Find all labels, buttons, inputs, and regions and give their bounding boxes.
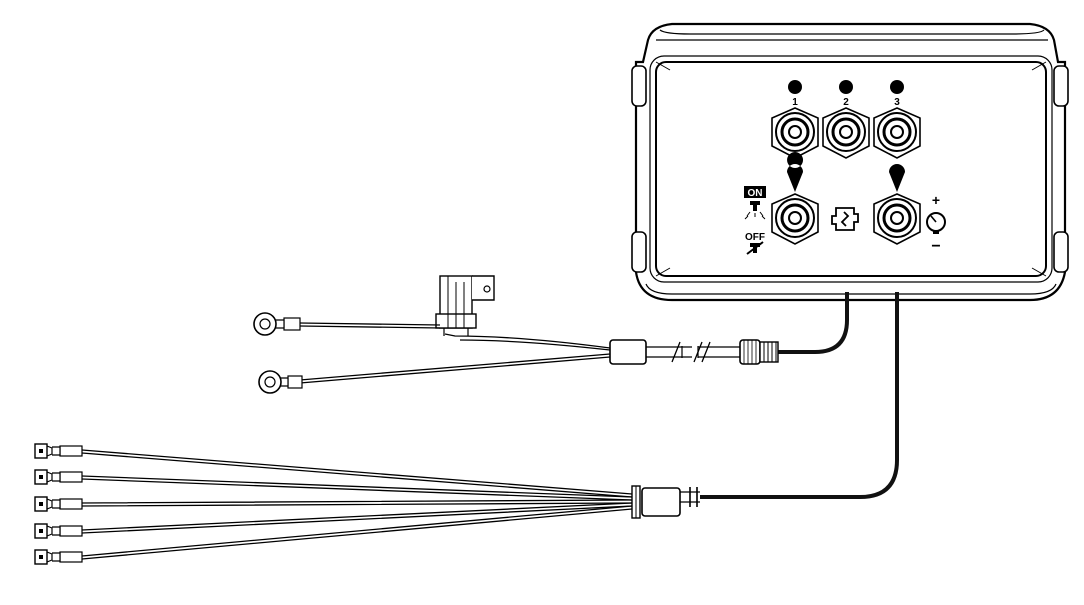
socket-icon[interactable] <box>873 193 921 245</box>
port-label-3: 3 <box>894 97 900 108</box>
plus-label: + <box>932 192 940 208</box>
center-logo-icon <box>831 207 859 231</box>
spade-terminal <box>34 443 83 459</box>
minus-label: − <box>931 238 940 255</box>
spade-terminal <box>34 549 83 565</box>
control-box <box>631 22 1069 302</box>
led-dot-icon <box>839 80 853 94</box>
left-upper-bumper <box>631 65 647 107</box>
right-lower-bumper <box>1053 231 1069 273</box>
power-cable <box>778 292 849 354</box>
socket-icon[interactable] <box>873 107 921 159</box>
output-cable <box>700 292 899 499</box>
socket-icon[interactable] <box>822 107 870 159</box>
spade-terminal <box>34 523 83 539</box>
socket-icon[interactable] <box>771 193 819 245</box>
front-panel <box>655 61 1047 277</box>
led-dot-icon <box>787 152 804 192</box>
fuse-holder <box>435 275 495 336</box>
led-dot-icon <box>788 80 802 94</box>
dimmer-knob-icon <box>926 212 946 234</box>
spotlight-on-icon <box>744 201 766 220</box>
ring-terminal <box>258 370 303 394</box>
led-dot-icon <box>889 164 905 192</box>
socket-icon[interactable] <box>771 107 819 159</box>
ring-terminal <box>253 312 301 336</box>
power-splice-sleeve <box>609 339 647 365</box>
port-label-2: 2 <box>843 97 849 108</box>
right-upper-bumper <box>1053 65 1069 107</box>
switch-on-label: ON <box>748 188 763 199</box>
switch-off-label: OFF <box>745 232 765 243</box>
left-lower-bumper <box>631 231 647 273</box>
spotlight-off-icon <box>746 241 764 255</box>
power-connector <box>739 339 779 365</box>
port-label-1: 1 <box>792 97 798 108</box>
on-badge <box>744 186 766 198</box>
output-splice-sleeve <box>631 485 681 519</box>
led-dot-icon <box>890 80 904 94</box>
spade-terminal <box>34 469 83 485</box>
spade-terminal <box>34 496 83 512</box>
